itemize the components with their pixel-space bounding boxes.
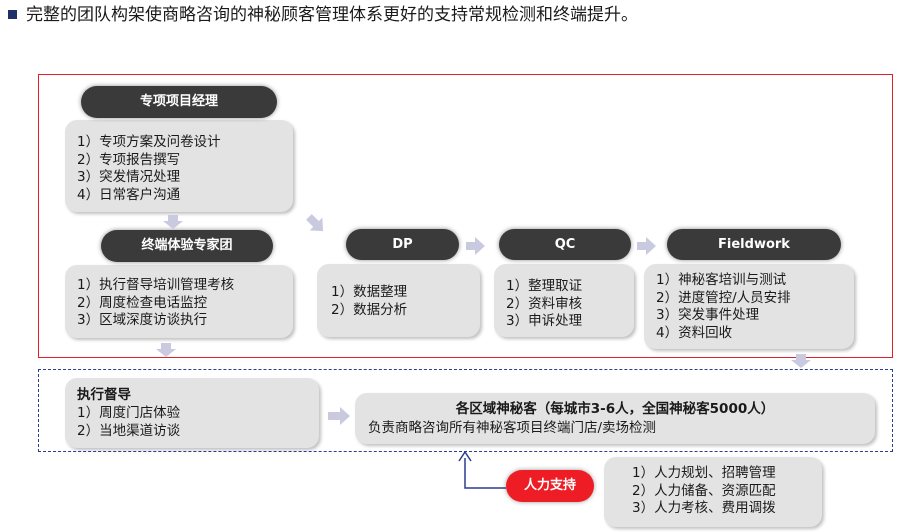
qc-box: 1）整理取证 2）资料审核 3）申诉处理 bbox=[494, 264, 634, 337]
experts-item: 1）执行督导培训管理考核 bbox=[77, 277, 235, 293]
right-arrow-icon bbox=[637, 237, 656, 255]
experts-items: 1）执行督导培训管理考核 2）周度检查电话监控 3）区域深度访谈执行 bbox=[77, 277, 234, 330]
fieldwork-item: 1）神秘客培训与测试 bbox=[656, 272, 787, 288]
heading-bullet bbox=[8, 10, 17, 19]
fieldwork-items: 1）神秘客培训与测试 2）进度管控/人员安排 3）突发事件处理 4）资料回收 bbox=[656, 272, 791, 342]
regional-title: 各区域神秘客（每城市3-6人，全国神秘客5000人） bbox=[455, 401, 775, 417]
right-arrow-icon bbox=[466, 237, 485, 255]
pm-title: 专项项目经理 bbox=[81, 86, 277, 118]
page-title: 完整的团队构架使商略咨询的神秘顾客管理体系更好的支持常规检测和终端提升。 bbox=[26, 5, 638, 25]
down-arrow-icon bbox=[163, 215, 183, 229]
qc-item: 3）申诉处理 bbox=[506, 313, 583, 329]
experts-item: 3）区域深度访谈执行 bbox=[77, 312, 208, 328]
dp-items: 1）数据整理 2）数据分析 bbox=[331, 284, 407, 319]
qc-items: 1）整理取证 2）资料审核 3）申诉处理 bbox=[506, 278, 582, 331]
qc-title: QC bbox=[499, 229, 631, 260]
fieldwork-item: 3）突发事件处理 bbox=[656, 307, 760, 323]
hr-box: 1）人力规划、招聘管理 2）人力储备、资源匹配 3）人力考核、费用调拨 bbox=[604, 457, 822, 527]
hr-item: 1）人力规划、招聘管理 bbox=[632, 465, 776, 481]
dp-item: 2）数据分析 bbox=[331, 301, 408, 318]
hr-connector bbox=[458, 452, 506, 489]
pm-item: 4）日常客户沟通 bbox=[77, 186, 181, 203]
qc-item: 2）资料审核 bbox=[506, 295, 583, 312]
supervisor-title: 执行督导 bbox=[77, 387, 131, 403]
down-arrow-icon bbox=[156, 343, 176, 357]
down-arrow-icon bbox=[791, 354, 811, 368]
supervisor-item: 1）周度门店体验 bbox=[77, 405, 181, 421]
hr-item: 2）人力储备、资源匹配 bbox=[632, 482, 776, 499]
dp-item: 1）数据整理 bbox=[331, 284, 408, 300]
supervisor-item: 2）当地渠道访谈 bbox=[77, 422, 181, 439]
fieldwork-item: 4）资料回收 bbox=[656, 324, 733, 341]
diagonal-arrow-icon bbox=[306, 214, 324, 232]
experts-box: 1）执行督导培训管理考核 2）周度检查电话监控 3）区域深度访谈执行 bbox=[65, 265, 293, 338]
pm-item: 1）专项方案及问卷设计 bbox=[77, 134, 221, 150]
dp-box: 1）数据整理 2）数据分析 bbox=[317, 264, 480, 337]
right-arrow-icon bbox=[328, 407, 350, 425]
pm-items: 1）专项方案及问卷设计 2）专项报告撰写 3）突发情况处理 4）日常客户沟通 bbox=[77, 134, 221, 204]
hr-item: 3）人力考核、费用调拨 bbox=[632, 500, 776, 516]
qc-item: 1）整理取证 bbox=[506, 278, 583, 294]
experts-item: 2）周度检查电话监控 bbox=[77, 294, 208, 311]
pm-item: 3）突发情况处理 bbox=[77, 169, 181, 185]
fieldwork-item: 2）进度管控/人员安排 bbox=[656, 289, 791, 306]
regional-box: 各区域神秘客（每城市3-6人，全国神秘客5000人） 负责商略咨询所有神秘客项目… bbox=[355, 393, 875, 444]
pm-box: 1）专项方案及问卷设计 2）专项报告撰写 3）突发情况处理 4）日常客户沟通 bbox=[65, 120, 293, 212]
fieldwork-title: Fieldwork bbox=[667, 229, 841, 260]
fieldwork-box: 1）神秘客培训与测试 2）进度管控/人员安排 3）突发事件处理 4）资料回收 bbox=[644, 264, 854, 349]
supervisor-box: 执行督导 1）周度门店体验 2）当地渠道访谈 bbox=[65, 378, 319, 448]
dp-title: DP bbox=[346, 229, 459, 260]
hr-title: 人力支持 bbox=[506, 470, 594, 502]
hr-items: 1）人力规划、招聘管理 2）人力储备、资源匹配 3）人力考核、费用调拨 bbox=[632, 465, 776, 518]
regional-desc: 负责商略咨询所有神秘客项目终端门店/卖场检测 bbox=[368, 420, 657, 436]
supervisor-items: 1）周度门店体验 2）当地渠道访谈 bbox=[77, 405, 180, 440]
experts-title: 终端体验专家团 bbox=[101, 230, 273, 262]
pm-item: 2）专项报告撰写 bbox=[77, 151, 181, 168]
core-team-frame bbox=[38, 74, 893, 358]
